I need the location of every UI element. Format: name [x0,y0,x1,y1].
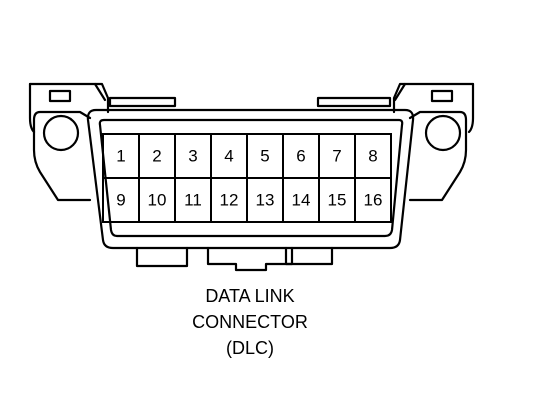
pin-number: 8 [368,146,377,165]
connector-shell-outer [86,108,415,250]
pin-number: 7 [332,146,341,165]
pin-number: 2 [152,146,161,165]
left-mounting-ear [28,82,110,202]
pin-number: 12 [220,190,239,209]
pin-number: 1 [116,146,125,165]
bottom-locking-tabs [135,246,334,272]
pin-cell [354,177,392,223]
pin-number: 5 [260,146,269,165]
pin-number: 6 [296,146,305,165]
pin-number: 14 [292,190,311,209]
pin-number: 9 [116,190,125,209]
pin-number: 15 [328,190,347,209]
pin-number: 13 [256,190,275,209]
caption-line-1: DATA LINK [205,286,295,306]
pin-grid [102,133,392,223]
pin-number: 10 [148,190,167,209]
left-mounting-hole [42,114,80,152]
right-mounting-ear [392,82,475,202]
top-rail [108,96,392,108]
right-mounting-hole [424,114,462,152]
caption-line-2: CONNECTOR [192,312,308,332]
pin-number: 4 [224,146,233,165]
pin-number: 3 [188,146,197,165]
diagram-caption: DATA LINK CONNECTOR (DLC) [120,283,380,361]
connector-shell-inner [98,118,404,238]
caption-line-3: (DLC) [226,338,274,358]
pin-number: 11 [184,190,202,209]
pin-number: 16 [364,190,383,209]
